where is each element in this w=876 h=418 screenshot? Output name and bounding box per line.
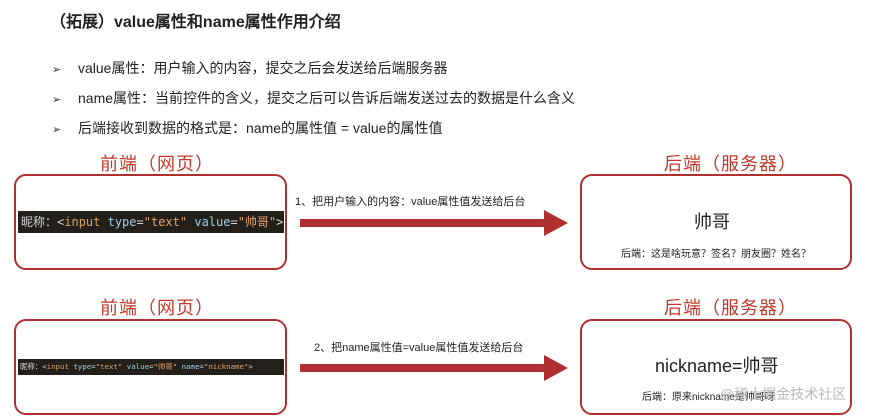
server-received-value: nickname=帅哥 [655, 356, 779, 376]
backend-box [580, 174, 852, 270]
list-item: ➢ value属性：用户输入的内容，提交之后会发送给后端服务器 [52, 58, 575, 88]
server-note: 后端：原来nickname是帅哥呀 [642, 392, 775, 403]
bullet-text: value属性：用户输入的内容，提交之后会发送给后端服务器 [78, 60, 448, 76]
frontend-heading: 前端（网页） [100, 298, 214, 318]
list-item: ➢ 后端接收到数据的格式是：name的属性值 = value的属性值 [52, 118, 575, 148]
bullet-list: ➢ value属性：用户输入的内容，提交之后会发送给后端服务器 ➢ name属性：当… [52, 58, 575, 148]
arrow-bullet-icon: ➢ [52, 124, 62, 136]
code-snippet: 昵称：<input type="text" value="帅哥"> [18, 211, 284, 233]
page-title: （拓展）value属性和name属性作用介绍 [50, 14, 341, 31]
arrow-label: 1、把用户输入的内容：value属性值发送给后台 [295, 196, 526, 208]
server-received-value: 帅哥 [694, 212, 730, 232]
code-snippet: 昵称：<input type="text" value="帅哥" name="n… [18, 359, 284, 375]
server-note: 后端：这是啥玩意？签名？朋友圈？姓名？ [621, 249, 811, 260]
bullet-text: name属性：当前控件的含义，提交之后可以告诉后端发送过去的数据是什么含义 [78, 90, 576, 106]
list-item: ➢ name属性：当前控件的含义，提交之后可以告诉后端发送过去的数据是什么含义 [52, 88, 575, 118]
backend-heading: 后端（服务器） [664, 154, 797, 174]
arrow-right-icon [300, 210, 568, 236]
bullet-text: 后端接收到数据的格式是：name的属性值 = value的属性值 [78, 120, 443, 136]
backend-box [580, 319, 852, 415]
arrow-bullet-icon: ➢ [52, 64, 62, 76]
arrow-label: 2、把name属性值=value属性值发送给后台 [314, 342, 524, 354]
arrow-bullet-icon: ➢ [52, 94, 62, 106]
arrow-right-icon [300, 355, 568, 381]
frontend-heading: 前端（网页） [100, 154, 214, 174]
backend-heading: 后端（服务器） [664, 298, 797, 318]
watermark: @稀土掘金技术社区 [720, 386, 847, 402]
